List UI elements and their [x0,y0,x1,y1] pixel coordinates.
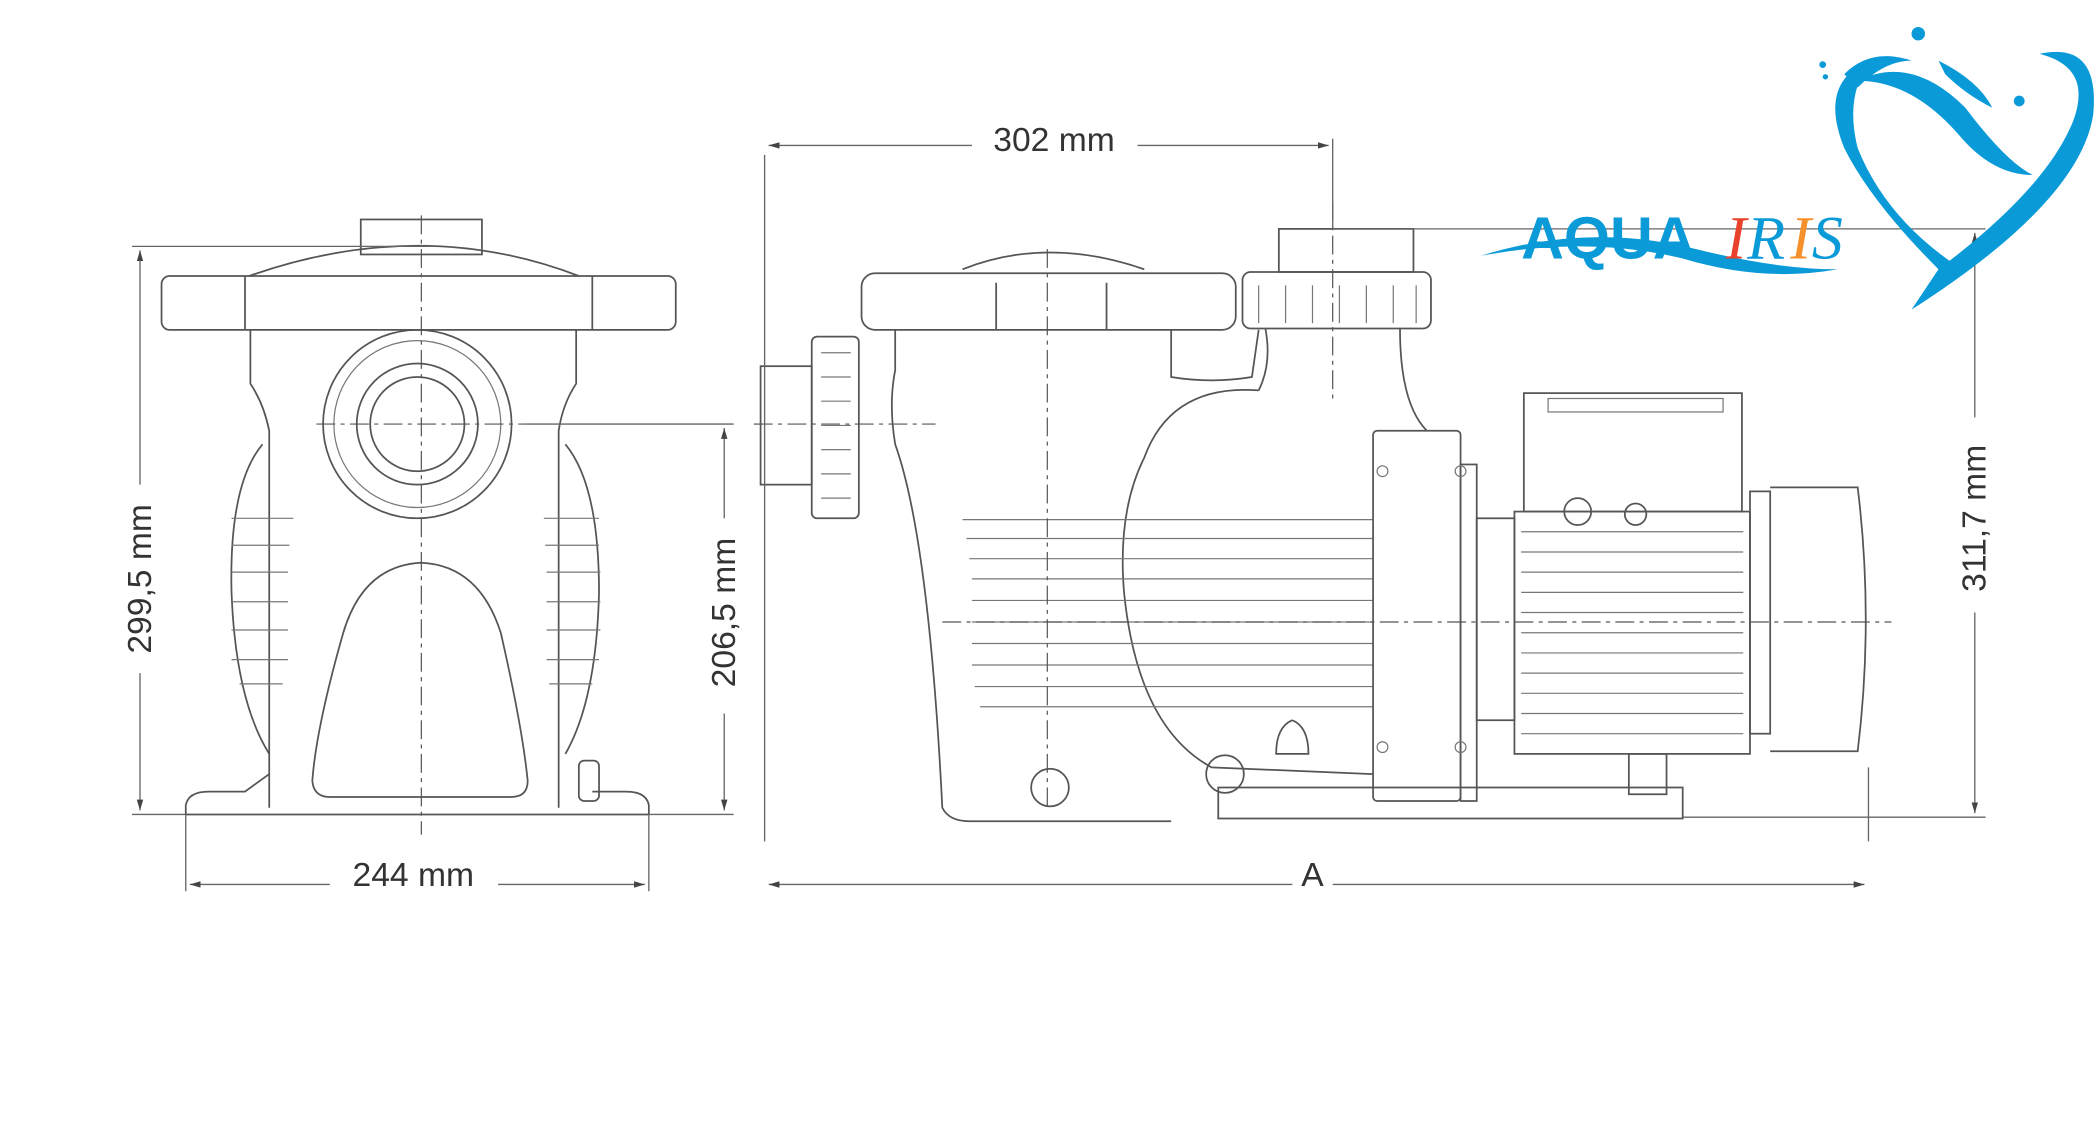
front-dimensions: 299,5 mm 206,5 mm 244 mm [122,245,743,894]
logo-aqua: AQUA [1521,205,1695,272]
side-dimensions: 302 mm A 311,7 mm [763,122,1994,894]
dimension-front-height: 299,5 mm [122,504,159,654]
aquairis-logo: AQUA I R I S [1480,26,2094,310]
dimension-front-width: 244 mm [353,857,475,894]
dimension-front-port-height: 206,5 mm [706,538,743,688]
logo-iris-r: R [1746,205,1785,273]
logo-iris-i1: I [1725,205,1750,273]
swoosh-icon [1480,237,1838,275]
front-view [160,215,677,835]
logo-iris-i2: I [1789,205,1814,273]
water-heart-icon [1819,26,2094,310]
dimension-side-height: 311,7 mm [1957,445,1994,592]
dimension-inlet-outlet: 302 mm [993,122,1115,159]
side-view [753,201,1892,823]
logo-iris-s: S [1812,205,1843,273]
dimension-length-a: A [1301,857,1324,894]
